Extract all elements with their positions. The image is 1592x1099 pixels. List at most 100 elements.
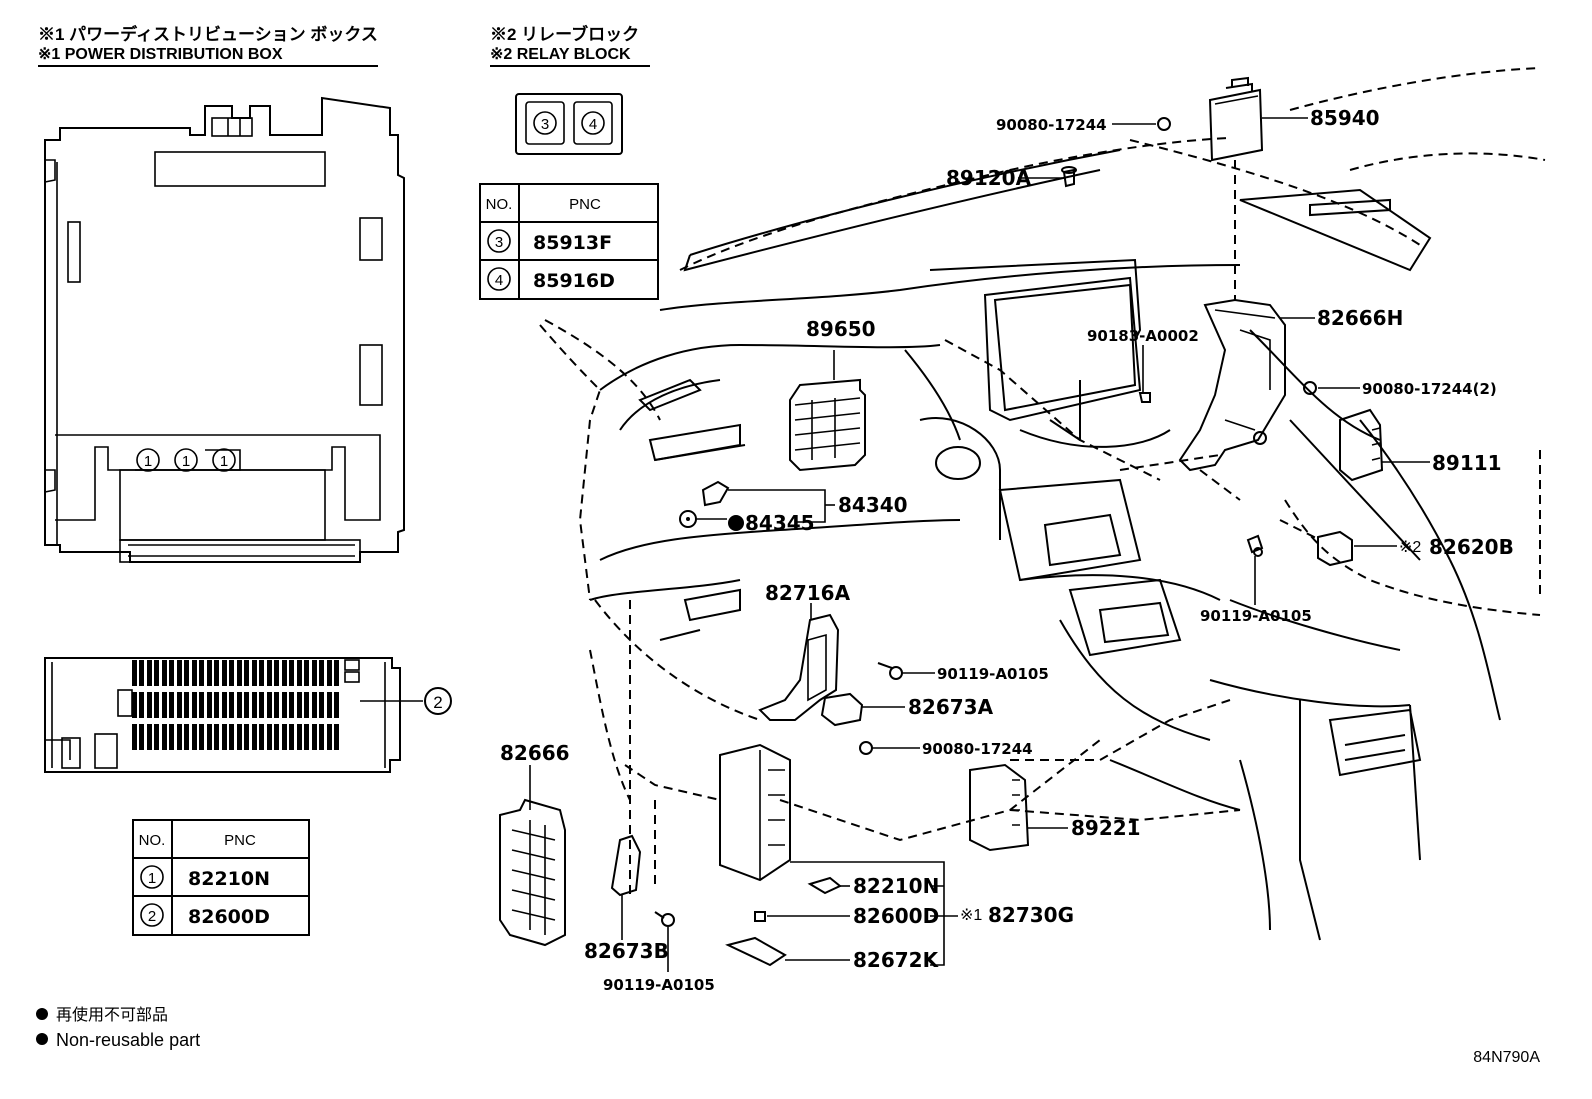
- fuse-slot: [199, 692, 204, 718]
- pdb-table-pnc-header: PNC: [224, 832, 256, 849]
- component-82673A: [820, 692, 864, 727]
- legend-bullet: [36, 1008, 48, 1020]
- part-labels: 90080-17244 85940 89120A 89650 90183-A00…: [500, 106, 1514, 994]
- label-90080-17244-top: 90080-17244: [996, 116, 1107, 134]
- label-82716A: 82716A: [765, 581, 851, 605]
- fuse-slot: [267, 692, 272, 718]
- fuse-slot: [334, 692, 339, 718]
- fuse-slot: [237, 692, 242, 718]
- component-85940: [1208, 76, 1264, 162]
- fuse-slot: [199, 660, 204, 686]
- fuse-slot: [319, 660, 324, 686]
- fuse-slot: [312, 724, 317, 750]
- label-90080-17244-low: 90080-17244: [922, 740, 1033, 758]
- relay-header-jp: ※2 リレーブロック: [490, 24, 639, 44]
- fuse-slot: [169, 660, 174, 686]
- fuse-slot: [312, 660, 317, 686]
- label-82620B: 82620B: [1429, 535, 1514, 559]
- fuse-slot: [252, 692, 257, 718]
- fuse-slot: [267, 724, 272, 750]
- fuse-slot: [282, 660, 287, 686]
- fuse-slot: [297, 724, 302, 750]
- fuse-slot: [154, 724, 159, 750]
- fuse-slot: [289, 692, 294, 718]
- legend-bullet: [36, 1033, 48, 1045]
- pdb-slot-markers: 1 1 1: [135, 448, 241, 472]
- component-90119-A0105-bottom: [654, 911, 675, 927]
- fuse-slot: [184, 692, 189, 718]
- fuse-slot: [229, 724, 234, 750]
- pdb-fuse-grid: [132, 660, 339, 750]
- fuse-slot: [274, 692, 279, 718]
- fuse-slot: [192, 692, 197, 718]
- pdb-header-en: ※1 POWER DISTRIBUTION BOX: [38, 46, 283, 63]
- label-89120A: 89120A: [946, 166, 1032, 190]
- component-82672K: [725, 936, 787, 967]
- fuse-slot: [304, 724, 309, 750]
- label-84345: 84345: [745, 511, 815, 535]
- legend: 再使用不可部品 Non-reusable part: [36, 1006, 200, 1050]
- fuse-slot: [132, 692, 137, 718]
- fuse-slot: [252, 724, 257, 750]
- label-85940: 85940: [1310, 106, 1380, 130]
- component-82666: [499, 798, 566, 947]
- pdb-table-no-header: NO.: [139, 832, 166, 849]
- pdb-table-row-pnc: 82210N: [188, 868, 270, 890]
- pdb-table-row-pnc: 82600D: [188, 906, 270, 928]
- component-82620B: [1317, 530, 1353, 567]
- fuse-slot: [222, 660, 227, 686]
- label-82666H: 82666H: [1317, 306, 1403, 330]
- fuse-slot: [214, 660, 219, 686]
- fuse-slot: [184, 660, 189, 686]
- pdb-table-row-no: 2: [148, 908, 156, 925]
- fuse-slot: [177, 660, 182, 686]
- fuse-slot: [244, 692, 249, 718]
- label-89650: 89650: [806, 317, 876, 341]
- label-82673B: 82673B: [584, 939, 669, 963]
- figure-id: 84N790A: [1473, 1049, 1540, 1066]
- component-89111: [1339, 408, 1384, 482]
- relay-table-pnc-header: PNC: [569, 196, 601, 213]
- fuse-slot: [289, 724, 294, 750]
- label-90080-17244-2: 90080-17244(2): [1362, 380, 1497, 398]
- fuse-slot: [274, 660, 279, 686]
- label-90119-A0105-right: 90119-A0105: [1200, 607, 1312, 625]
- component-82716A: [758, 613, 840, 721]
- pdb-slot-label: 1: [144, 453, 152, 470]
- relay-socket-label: 4: [589, 116, 597, 133]
- fuse-slot: [162, 724, 167, 750]
- fuse-slot: [147, 724, 152, 750]
- relay-table-row-pnc: 85916D: [533, 270, 615, 292]
- fuse-slot: [229, 660, 234, 686]
- pdb-table-row-no: 1: [148, 870, 156, 887]
- pdb-slot-marker: [212, 448, 236, 472]
- component-90183-A0002: [1138, 392, 1151, 403]
- component-84340: [701, 480, 730, 507]
- fuse-slot: [319, 692, 324, 718]
- component-90119-A0105-mid: [877, 662, 903, 680]
- component-90080-17244-2: [1303, 381, 1317, 395]
- fuse-slot: [184, 724, 189, 750]
- fuse-slot: [259, 724, 264, 750]
- relay-table-no-header: NO.: [486, 196, 513, 213]
- fuse-slot: [274, 724, 279, 750]
- fuse-slot: [199, 724, 204, 750]
- pdb-slot-label: 1: [182, 453, 190, 470]
- pdb-side-label: 2: [433, 693, 442, 712]
- fuse-slot: [132, 724, 137, 750]
- fuse-slot: [214, 692, 219, 718]
- pdb-pnc-table: NO. PNC 1 82210N 2 82600D: [132, 819, 310, 936]
- component-84345-clip: [679, 510, 697, 528]
- fuse-slot: [207, 724, 212, 750]
- pdb-slot-marker: [174, 448, 198, 472]
- fuse-slot: [192, 660, 197, 686]
- label-89221: 89221: [1071, 816, 1141, 840]
- relay-table-row-pnc: 85913F: [533, 232, 612, 254]
- fuse-slot: [297, 660, 302, 686]
- pdb-header: ※1 パワーディストリビューション ボックス ※1 POWER DISTRIBU…: [38, 24, 378, 67]
- fuse-slot: [154, 660, 159, 686]
- fuse-slot: [304, 692, 309, 718]
- fuse-slot: [327, 692, 332, 718]
- fuse-slot: [312, 692, 317, 718]
